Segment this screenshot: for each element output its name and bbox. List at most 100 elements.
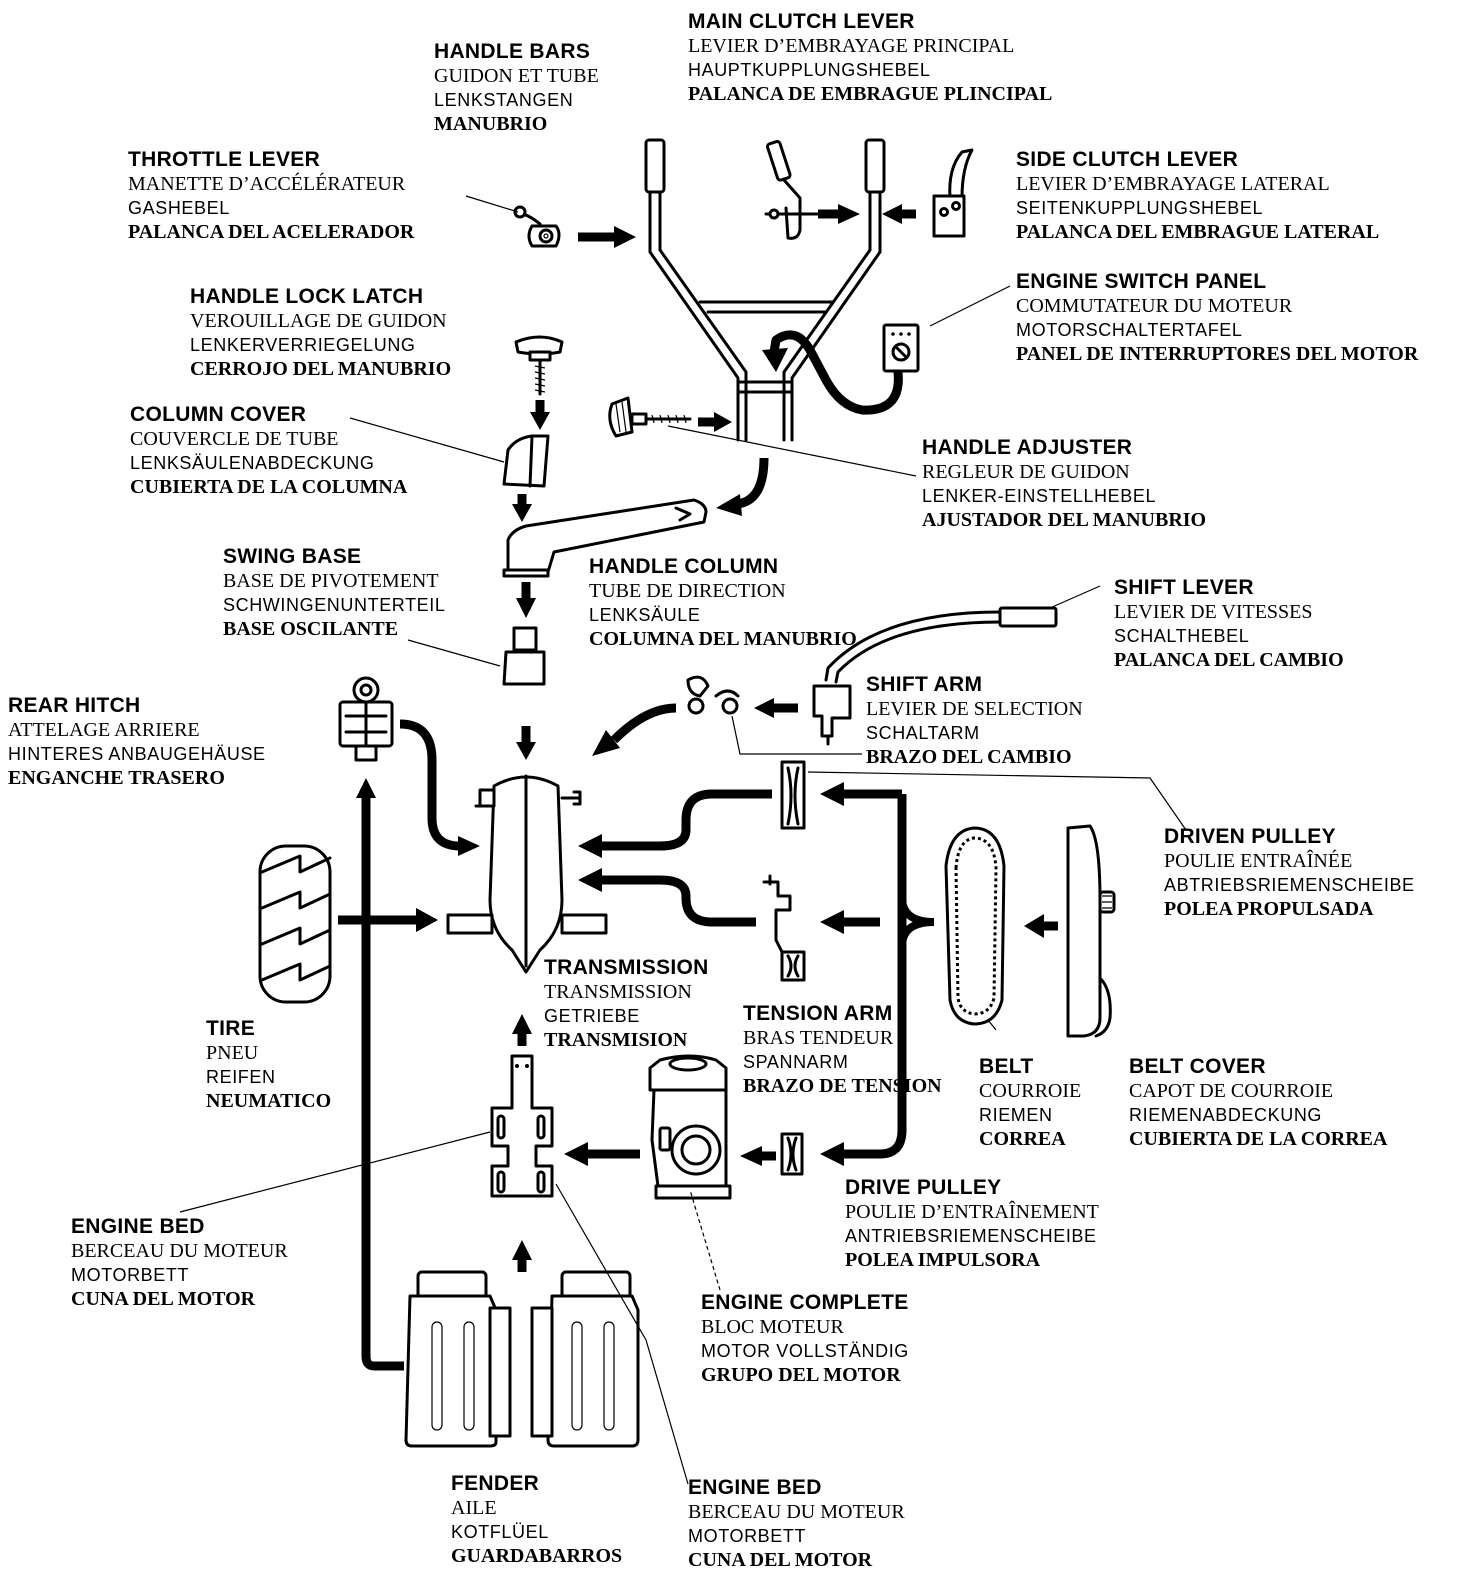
belt-cover-es: CUBIERTA DE LA CORREA — [1129, 1128, 1388, 1150]
handle-adjuster-drawing — [608, 396, 692, 438]
handle-column-de: LENKSÄULE — [589, 605, 701, 625]
tire-drawing — [258, 844, 332, 1004]
fender-de: KOTFLÜEL — [451, 1522, 549, 1542]
fender-es: GUARDABARROS — [451, 1545, 623, 1567]
main-clutch-fr: LEVIER D’EMBRAYAGE PRINCIPAL — [688, 35, 1015, 57]
swing-base-es: BASE OSCILANTE — [223, 618, 399, 640]
handle-column-fr: TUBE DE DIRECTION — [589, 580, 786, 602]
column-cover-fr: COUVERCLE DE TUBE — [130, 428, 339, 450]
label-throttle-lever: THROTTLE LEVER MANETTE D’ACCÉLÉRATEUR GA… — [128, 148, 414, 244]
handle-column-drawing — [502, 498, 708, 578]
shift-lever-fr: LEVIER DE VITESSES — [1114, 601, 1313, 623]
rear-hitch-de: HINTERES ANBAUGEHÄUSE — [8, 744, 266, 764]
shift-lever-de: SCHALTHEBEL — [1114, 626, 1250, 646]
column-cover-drawing — [502, 434, 550, 488]
label-side-clutch-lever: SIDE CLUTCH LEVER LEVIER D’EMBRAYAGE LAT… — [1016, 148, 1379, 244]
label-engine-complete: ENGINE COMPLETE BLOC MOTEUR MOTOR VOLLST… — [701, 1291, 909, 1387]
main-clutch-lever-drawing — [764, 139, 822, 240]
belt-es: CORREA — [979, 1128, 1066, 1150]
rear-hitch-es: ENGANCHE TRASERO — [8, 767, 225, 789]
leader-lines — [179, 195, 1187, 1485]
engine-complete-drawing — [648, 1054, 732, 1200]
handle-bars-es: MANUBRIO — [434, 113, 548, 135]
side-clutch-en: SIDE CLUTCH LEVER — [1016, 148, 1239, 171]
shift-lever-es: PALANCA DEL CAMBIO — [1114, 649, 1344, 671]
belt-cover-en: BELT COVER — [1129, 1055, 1266, 1078]
throttle-es: PALANCA DEL ACELERADOR — [128, 221, 415, 243]
label-engine-bed-bottom: ENGINE BED BERCEAU DU MOTEUR MOTORBETT C… — [688, 1476, 905, 1572]
swing-base-fr: BASE DE PIVOTEMENT — [223, 570, 439, 592]
side-clutch-fr: LEVIER D’EMBRAYAGE LATERAL — [1016, 173, 1330, 195]
handle-bars-en: HANDLE BARS — [434, 40, 591, 63]
fender-en: FENDER — [451, 1472, 540, 1495]
column-cover-en: COLUMN COVER — [130, 403, 307, 426]
transmission-de: GETRIEBE — [544, 1006, 640, 1026]
label-transmission: TRANSMISSION TRANSMISSION GETRIEBE TRANS… — [544, 956, 709, 1052]
label-engine-bed-left: ENGINE BED BERCEAU DU MOTEUR MOTORBETT C… — [71, 1215, 288, 1311]
engine-switch-fr: COMMUTATEUR DU MOTEUR — [1016, 295, 1293, 317]
label-belt-cover: BELT COVER CAPOT DE COURROIE RIEMENABDEC… — [1129, 1055, 1387, 1151]
tension-arm-drawing — [762, 874, 806, 982]
engine-bed-left-de: MOTORBETT — [71, 1265, 190, 1285]
fender-drawing — [404, 1270, 640, 1448]
engine-bed-bottom-en: ENGINE BED — [688, 1476, 822, 1499]
belt-cover-drawing — [1066, 824, 1116, 1038]
driven-pulley-es: POLEA PROPULSADA — [1164, 898, 1374, 920]
side-clutch-es: PALANCA DEL EMBRAGUE LATERAL — [1016, 221, 1380, 243]
handle-lock-latch-drawing — [514, 335, 564, 396]
belt-drawing — [944, 826, 1006, 1026]
label-handle-lock-latch: HANDLE LOCK LATCH VEROUILLAGE DE GUIDON … — [190, 285, 451, 381]
throttle-lever-drawing — [513, 205, 561, 248]
swing-base-de: SCHWINGENUNTERTEIL — [223, 595, 446, 615]
drive-pulley-drawing — [780, 1132, 804, 1176]
driven-pulley-drawing — [780, 760, 806, 830]
tire-fr: PNEU — [206, 1042, 259, 1064]
rear-hitch-fr: ATTELAGE ARRIERE — [8, 719, 200, 741]
side-clutch-de: SEITENKUPPLUNGSHEBEL — [1016, 198, 1264, 218]
label-handle-column: HANDLE COLUMN TUBE DE DIRECTION LENKSÄUL… — [589, 555, 857, 651]
handle-column-en: HANDLE COLUMN — [589, 555, 779, 578]
handle-lock-fr: VEROUILLAGE DE GUIDON — [190, 310, 447, 332]
driven-pulley-de: ABTRIEBSRIEMENSCHEIBE — [1164, 875, 1415, 895]
shift-lever-drawing — [824, 606, 1058, 684]
handle-adjuster-es: AJUSTADOR DEL MANUBRIO — [922, 509, 1207, 531]
tension-arm-de: SPANNARM — [743, 1052, 849, 1072]
belt-de: RIEMEN — [979, 1105, 1053, 1125]
shift-lever-en: SHIFT LEVER — [1114, 576, 1254, 599]
shift-arm-en: SHIFT ARM — [866, 673, 983, 696]
belt-cover-de: RIEMENABDECKUNG — [1129, 1105, 1323, 1125]
swing-base-drawing — [502, 626, 546, 686]
label-tension-arm: TENSION ARM BRAS TENDEUR SPANNARM BRAZO … — [743, 1002, 942, 1098]
main-clutch-en: MAIN CLUTCH LEVER — [688, 10, 915, 33]
throttle-fr: MANETTE D’ACCÉLÉRATEUR — [128, 173, 406, 195]
tire-en: TIRE — [206, 1017, 256, 1040]
drive-pulley-es: POLEA IMPULSORA — [845, 1249, 1041, 1271]
engine-switch-de: MOTORSCHALTERTAFEL — [1016, 320, 1243, 340]
rear-hitch-en: REAR HITCH — [8, 694, 141, 717]
rear-hitch-drawing — [338, 676, 394, 762]
label-drive-pulley: DRIVE PULLEY POULIE D’ENTRAÎNEMENT ANTRI… — [845, 1176, 1099, 1272]
handle-lock-en: HANDLE LOCK LATCH — [190, 285, 424, 308]
engine-bed-left-en: ENGINE BED — [71, 1215, 205, 1238]
drive-pulley-de: ANTRIEBSRIEMENSCHEIBE — [845, 1226, 1097, 1246]
engine-bed-bottom-es: CUNA DEL MOTOR — [688, 1549, 873, 1571]
main-clutch-es: PALANCA DE EMBRAGUE PLINCIPAL — [688, 83, 1053, 105]
shift-arm-fr: LEVIER DE SELECTION — [866, 698, 1083, 720]
handle-adjuster-de: LENKER-EINSTELLHEBEL — [922, 486, 1157, 506]
drive-pulley-fr: POULIE D’ENTRAÎNEMENT — [845, 1201, 1099, 1223]
engine-complete-fr: BLOC MOTEUR — [701, 1316, 844, 1338]
tension-arm-en: TENSION ARM — [743, 1002, 893, 1025]
label-driven-pulley: DRIVEN PULLEY POULIE ENTRAÎNÉE ABTRIEBSR… — [1164, 825, 1415, 921]
engine-bed-left-fr: BERCEAU DU MOTEUR — [71, 1240, 288, 1262]
handle-bars-drawing — [644, 138, 886, 442]
engine-complete-es: GRUPO DEL MOTOR — [701, 1364, 901, 1386]
belt-cover-fr: CAPOT DE COURROIE — [1129, 1080, 1334, 1102]
assembly-flow-arrows — [338, 204, 1058, 1371]
label-column-cover: COLUMN COVER COUVERCLE DE TUBE LENKSÄULE… — [130, 403, 407, 499]
transmission-es: TRANSMISION — [544, 1029, 688, 1051]
engine-switch-panel-drawing — [882, 323, 920, 373]
label-handle-bars: HANDLE BARS GUIDON ET TUBE LENKSTANGEN M… — [434, 40, 599, 136]
label-shift-arm: SHIFT ARM LEVIER DE SELECTION SCHALTARM … — [866, 673, 1083, 769]
shift-arm-de: SCHALTARM — [866, 723, 980, 743]
